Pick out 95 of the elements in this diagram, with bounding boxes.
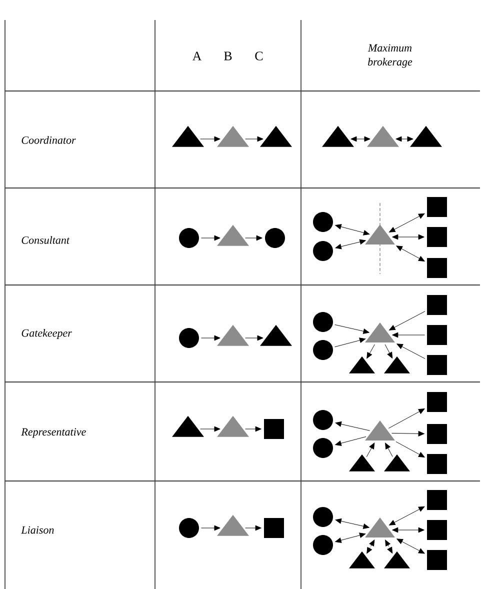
triangle-symbol [349, 551, 375, 568]
triangle-symbol [384, 356, 410, 374]
row-label: Coordinator [22, 136, 76, 144]
triangle-symbol [217, 126, 249, 147]
triangle-symbol [410, 126, 442, 147]
square-symbol [427, 295, 447, 315]
arrow [385, 442, 393, 457]
square-symbol [427, 520, 447, 540]
circle-symbol [313, 312, 333, 332]
column-header: Maximum brokerage [368, 44, 412, 68]
square-symbol [427, 454, 447, 474]
arrow [392, 430, 424, 436]
triangle-symbol [365, 518, 395, 538]
triangle-symbol [260, 324, 292, 346]
arrow [335, 239, 366, 250]
arrow [350, 136, 370, 142]
square-symbol [427, 227, 447, 247]
circle-symbol [313, 438, 333, 458]
triangle-symbol [367, 126, 399, 147]
arrow [384, 344, 393, 358]
row-label: Gatekeeper [22, 329, 72, 339]
triangle-symbol [349, 356, 375, 374]
square-symbol [264, 518, 284, 538]
arrow [396, 538, 425, 554]
triangle-symbol [172, 126, 204, 147]
square-symbol [427, 490, 447, 510]
arrow [366, 442, 375, 458]
triangle-symbol [260, 126, 292, 147]
circle-symbol [313, 535, 333, 555]
arrow [200, 235, 220, 241]
arrow [389, 213, 425, 232]
triangle-symbol [322, 126, 354, 147]
triangle-symbol [217, 514, 249, 536]
arrow [200, 426, 220, 432]
arrow [366, 540, 375, 554]
square-symbol [427, 325, 447, 345]
arrow [388, 408, 425, 429]
triangle-symbol [217, 324, 249, 346]
circle-symbol [179, 228, 199, 248]
arrow [396, 246, 425, 262]
arrow [396, 441, 425, 458]
circle-symbol [313, 410, 333, 430]
triangle-symbol [349, 454, 375, 472]
circle-symbol [313, 507, 333, 527]
circle-symbol [179, 518, 199, 538]
arrow [396, 344, 426, 359]
column-header: A [192, 52, 202, 60]
circle-symbol [265, 228, 285, 248]
row-label: Consultant [22, 236, 70, 244]
arrow [245, 426, 262, 432]
triangle-symbol [384, 454, 410, 472]
column-header: C [255, 52, 263, 60]
arrow [245, 136, 264, 142]
row-label: Liaison [21, 526, 54, 534]
row-label: Representative [21, 428, 86, 438]
circle-symbol [313, 241, 333, 261]
arrow [335, 518, 370, 529]
square-symbol [427, 392, 447, 412]
arrow [366, 344, 375, 359]
arrow [385, 540, 393, 554]
square-symbol [427, 424, 447, 444]
arrow [334, 338, 366, 348]
arrow [392, 332, 426, 338]
triangle-symbol [365, 224, 395, 244]
square-symbol [264, 419, 284, 439]
arrow [200, 525, 220, 531]
arrow [335, 532, 366, 543]
triangle-symbol [365, 420, 395, 440]
square-symbol [427, 258, 447, 278]
square-symbol [427, 550, 447, 570]
triangle-symbol [217, 224, 249, 246]
column-header: B [224, 52, 232, 60]
arrow [335, 421, 370, 431]
arrow [200, 136, 220, 142]
arrow [334, 324, 370, 334]
circle-symbol [313, 212, 333, 232]
arrow [335, 436, 366, 446]
arrow [396, 136, 414, 142]
arrow [392, 234, 424, 240]
arrow [389, 506, 425, 526]
square-symbol [427, 197, 447, 217]
triangle-symbol [384, 551, 410, 568]
arrow [245, 335, 264, 341]
arrow [200, 335, 220, 341]
triangle-symbol [365, 322, 395, 342]
triangle-symbol [172, 416, 204, 437]
arrow [245, 235, 262, 241]
circle-symbol [179, 328, 199, 348]
arrow [245, 525, 262, 531]
circle-symbol [313, 340, 333, 360]
arrow [392, 527, 424, 533]
arrow [335, 224, 370, 236]
arrow [389, 311, 426, 330]
triangle-symbol [217, 416, 249, 437]
square-symbol [427, 355, 447, 375]
